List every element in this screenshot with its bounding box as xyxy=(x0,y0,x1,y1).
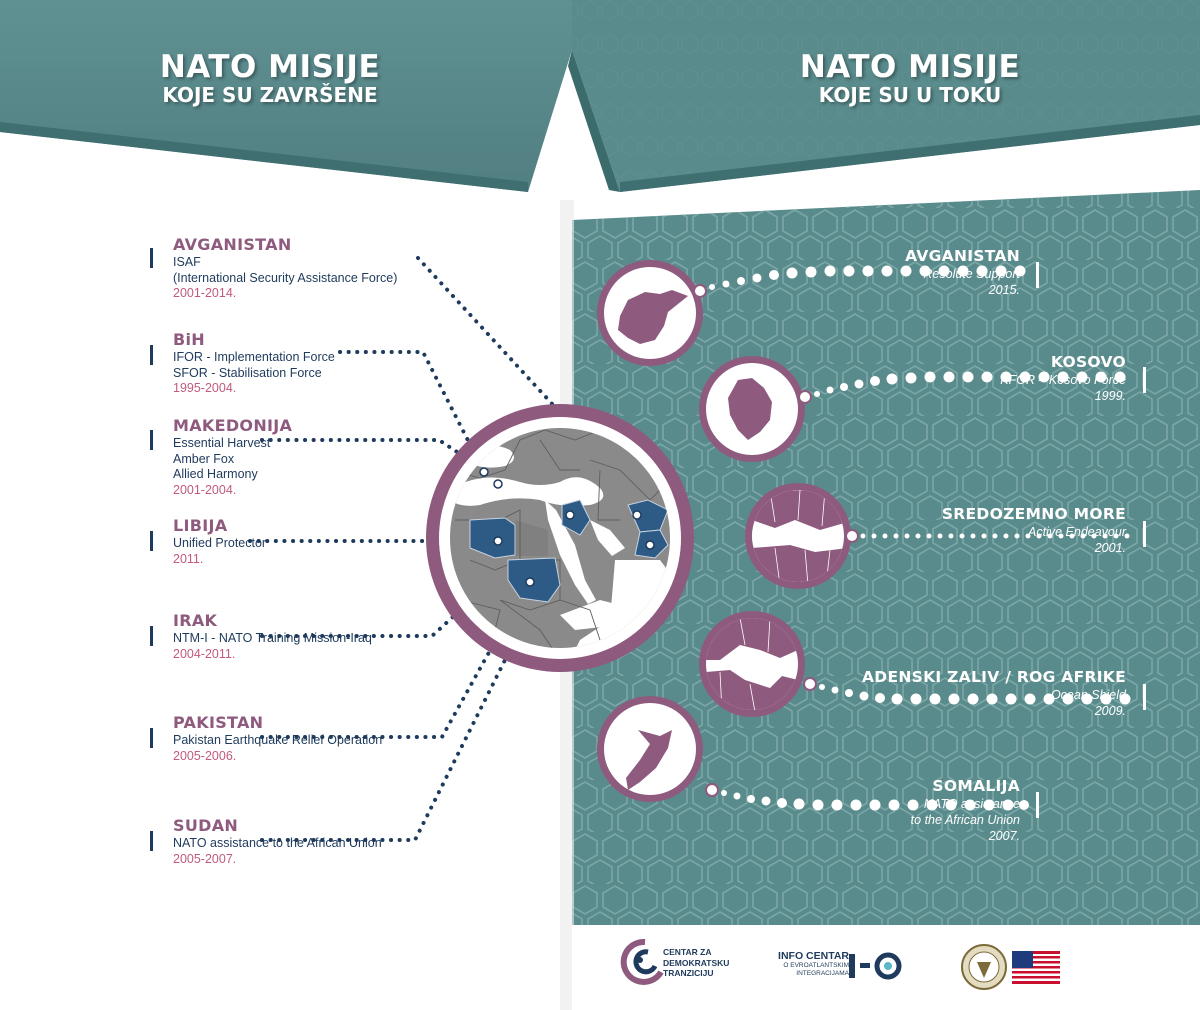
cdt-logo-line: TRANZICIJU xyxy=(663,968,714,978)
completed-mission-makedonija: MAKEDONIJA Essential Harvest Amber Fox A… xyxy=(173,416,473,498)
mission-name: LIBIJA xyxy=(173,516,228,535)
mission-line: Essential Harvest xyxy=(173,436,271,450)
mission-name: ADENSKI ZALIV / ROG AFRIKE xyxy=(861,668,1126,686)
mission-line: Active Endeavour xyxy=(1028,525,1126,539)
ongoing-mission-mediterranean: SREDOZEMNO MORE Active Endeavour 2001. xyxy=(876,504,1126,556)
kosovo-map-icon xyxy=(699,356,812,462)
gulf-of-aden-map-icon xyxy=(699,611,817,717)
info-centar-title: INFO CENTAR xyxy=(778,950,849,962)
mission-years: 2004-2011. xyxy=(173,646,236,661)
mission-line: 2007. xyxy=(988,829,1020,843)
mission-name: BiH xyxy=(173,330,205,349)
mission-line: Unified Protector xyxy=(173,536,267,550)
mission-years: 2001-2004. xyxy=(173,482,237,497)
mission-line: ISAF xyxy=(173,255,201,269)
completed-mission-libija: LIBIJA Unified Protector 2011. xyxy=(173,516,473,567)
mission-name: PAKISTAN xyxy=(173,713,264,732)
header-left-subtitle: KOJE SU ZAVRŠENE xyxy=(162,83,378,107)
info-centar-line: INTEGRACIJAMA xyxy=(796,970,849,977)
mission-line: to the African Union xyxy=(910,813,1020,827)
mission-years: 2001-2014. xyxy=(173,286,237,300)
mission-line: NTM-I - NATO Training Mission-Iraq xyxy=(173,631,372,645)
mission-years: 2005-2006. xyxy=(173,748,237,763)
mission-line: (International Security Assistance Force… xyxy=(173,270,398,285)
mission-line: Allied Harmony xyxy=(173,467,258,481)
mission-name: IRAK xyxy=(173,611,218,630)
header-right-title: NATO MISIJE xyxy=(799,49,1021,85)
header-left: NATO MISIJE KOJE SU ZAVRŠENE xyxy=(130,50,410,106)
mission-years: 2011. xyxy=(173,551,204,566)
info-centar-line: O EVROATLANTSKIM xyxy=(783,962,849,969)
ongoing-mission-kosovo: KOSOVO KFOR – Kosovo Force 1999. xyxy=(876,352,1126,404)
mission-years: 1995-2004. xyxy=(173,381,237,395)
mission-line: SFOR - Stabilisation Force xyxy=(173,365,322,380)
completed-mission-sudan: SUDAN NATO assistance to the African Uni… xyxy=(173,816,473,867)
info-centar-logo: INFO CENTAR O EVROATLANTSKIM INTEGRACIJA… xyxy=(775,950,849,978)
mission-name: AVGANISTAN xyxy=(905,247,1020,265)
completed-mission-pakistan: PAKISTAN Pakistan Earthquake Relief Oper… xyxy=(173,713,473,764)
mission-name: KOSOVO xyxy=(1050,353,1126,371)
mission-line: Pakistan Earthquake Relief Operation xyxy=(173,733,383,747)
completed-mission-irak: IRAK NTM-I - NATO Training Mission-Iraq … xyxy=(173,611,473,662)
somalia-map-icon xyxy=(597,696,719,802)
us-flag xyxy=(1012,951,1060,984)
mission-line: NATO assistance xyxy=(923,797,1020,811)
completed-mission-afghanistan: AVGANISTAN ISAF (International Security … xyxy=(173,235,473,302)
mission-line: 2009. xyxy=(1094,704,1126,718)
cdt-logo-mark xyxy=(620,938,664,985)
mission-line: Ocean Shield xyxy=(1050,688,1126,702)
mission-line: 2001. xyxy=(1094,541,1126,555)
mission-name: SUDAN xyxy=(173,816,239,835)
mission-line: 2015. xyxy=(988,283,1020,297)
completed-mission-bih: BiH IFOR - Implementation Force SFOR - S… xyxy=(173,330,473,397)
header-right: NATO MISIJE KOJE SU U TOKU xyxy=(770,50,1050,106)
mission-name: MAKEDONIJA xyxy=(173,416,293,435)
mission-line: IFOR - Implementation Force xyxy=(173,350,335,364)
cdt-logo-line: CENTAR ZA xyxy=(663,947,712,957)
header-left-title: NATO MISIJE xyxy=(159,49,381,85)
header-right-subtitle: KOJE SU U TOKU xyxy=(818,83,1002,107)
cdt-logo-line: DEMOKRATSKU xyxy=(663,957,730,968)
mission-name: SREDOZEMNO MORE xyxy=(941,505,1126,523)
mission-line: 1999. xyxy=(1094,389,1126,403)
mission-name: AVGANISTAN xyxy=(173,235,292,254)
mission-line: NATO assistance to the African Union xyxy=(173,836,382,850)
mediterranean-map-icon xyxy=(745,483,859,589)
afghanistan-map-icon xyxy=(597,260,707,366)
ongoing-mission-gulf-of-aden: ADENSKI ZALIV / ROG AFRIKE Ocean Shield … xyxy=(836,667,1126,719)
info-centar-logo-mark xyxy=(849,952,902,980)
mission-name: SOMALIJA xyxy=(932,777,1020,795)
mission-years: 2005-2007. xyxy=(173,851,237,866)
mission-line: Resolute Support xyxy=(923,267,1020,281)
us-embassy-seal xyxy=(961,944,1007,990)
ongoing-mission-somalia: SOMALIJA NATO assistance to the African … xyxy=(770,776,1020,844)
mission-line: KFOR – Kosovo Force xyxy=(1000,373,1126,387)
cdt-logo: CENTAR ZA DEMOKRATSKU TRANZICIJU xyxy=(663,947,743,979)
mission-line: Amber Fox xyxy=(173,451,235,466)
ongoing-mission-afghanistan: AVGANISTAN Resolute Support 2015. xyxy=(770,246,1020,298)
